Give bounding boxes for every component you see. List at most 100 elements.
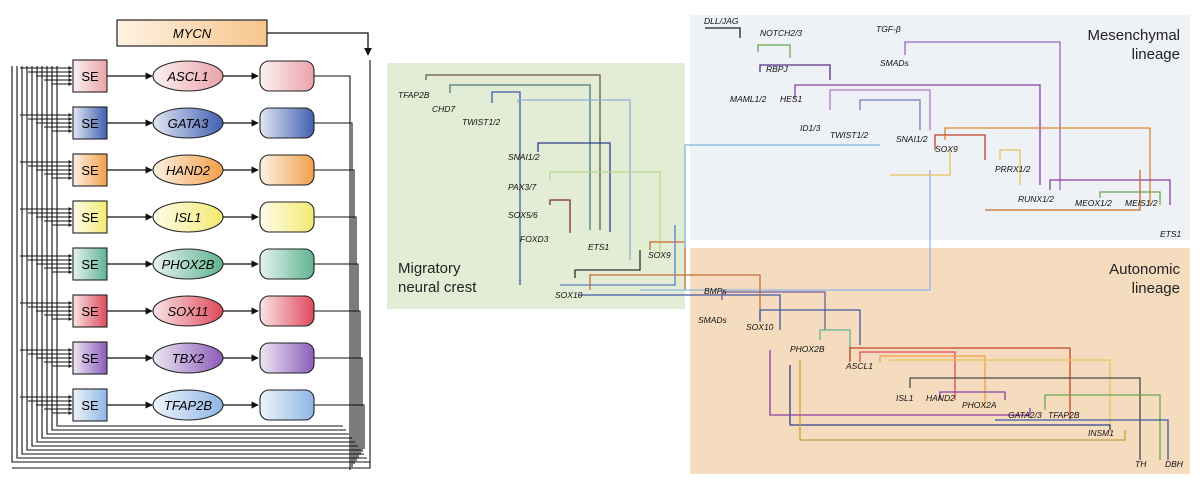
gene-label-mesenchymal: TGF-β [876,24,901,34]
gene-label-autonomic: TH [1135,459,1147,469]
protein-output-line [314,169,355,464]
protein-output-line [314,357,363,452]
gene-label-migratory: SOX5/6 [508,210,538,220]
protein-output-line [314,122,353,467]
gene-label-mesenchymal: MAML1/2 [730,94,767,104]
tf-label: GATA3 [168,116,209,131]
gene-label-migratory: ETS1 [588,242,610,252]
gene-label-mesenchymal: TWIST1/2 [830,130,869,140]
gene-label-mesenchymal: DLL/JAG [704,16,739,26]
feedback-line [16,66,367,459]
gene-label-mesenchymal: RUNX1/2 [1018,194,1054,204]
tf-row: SE HAND2 [20,153,355,464]
protein-box [259,342,315,374]
protein-box [259,389,315,421]
gene-label-autonomic: SOX10 [746,322,774,332]
gene-label-mesenchymal: SNAI1/2 [896,134,928,144]
se-label: SE [81,210,99,225]
feedback-line [11,66,370,463]
gene-label-mesenchymal: SOX9 [935,144,958,154]
se-box [72,294,108,328]
se-label: SE [81,163,99,178]
protein-output-line [314,310,361,455]
feedback-line [36,66,355,443]
gene-label-mesenchymal: ETS1 [1160,229,1182,239]
gene-label-autonomic: TFAP2B [1048,410,1080,420]
feedback-line [41,66,352,439]
migratory-title-line2: neural crest [398,279,477,296]
gene-label-mesenchymal: ID1/3 [800,123,821,133]
tf-label: ISL1 [175,210,202,225]
gene-label-autonomic: PHOX2A [962,400,997,410]
gene-label-autonomic: PHOX2B [790,344,825,354]
se-label: SE [81,116,99,131]
gene-label-mesenchymal: HES1 [780,94,802,104]
tf-label: HAND2 [166,163,211,178]
autonomic-title-line2: lineage [1132,280,1180,297]
protein-box [259,154,315,186]
feedback-line [31,66,358,447]
se-box [72,247,108,281]
feedback-line [21,66,364,455]
se-label: SE [81,351,99,366]
gene-label-migratory: TFAP2B [398,90,430,100]
gene-label-autonomic: SMADs [698,315,728,325]
gene-label-migratory: SNAI1/2 [508,152,540,162]
gene-label-autonomic: HAND2 [926,393,955,403]
protein-box [259,295,315,327]
gene-label-autonomic: INSM1 [1088,428,1114,438]
gene-label-autonomic: GATA2/3 [1008,410,1042,420]
gene-label-autonomic: DBH [1165,459,1184,469]
se-box [72,153,108,187]
protein-box [259,107,315,139]
gene-label-migratory: PAX3/7 [508,182,536,192]
gene-label-mesenchymal: RBPJ [766,64,788,74]
tf-label: TFAP2B [164,398,212,413]
gene-label-mesenchymal: MEOX1/2 [1075,198,1112,208]
protein-output-line [314,263,359,458]
se-box [72,59,108,93]
se-box [72,388,108,422]
feedback-line [56,66,343,427]
gene-label-migratory: CHD7 [432,104,455,114]
autonomic-title-line1: Autonomic [1109,261,1180,278]
protein-box [259,60,315,92]
mesenchymal-title-line2: lineage [1132,46,1180,63]
feedback-line [51,66,346,431]
gene-label-migratory: SOX9 [648,250,671,260]
protein-output-line [314,216,357,461]
protein-box [259,201,315,233]
gene-label-migratory: SOX10 [555,290,583,300]
se-label: SE [81,304,99,319]
gene-label-migratory: FOXD3 [520,234,549,244]
tf-row: SE ISL1 [20,200,357,461]
gene-label-mesenchymal: SMADs [880,58,910,68]
gene-label-autonomic: BMPs [704,286,727,296]
network-wires [425,27,1171,460]
migratory-region [387,63,685,309]
se-box [72,341,108,375]
se-box [72,106,108,140]
tf-label: SOX11 [168,304,209,319]
gene-label-mesenchymal: NOTCH2/3 [760,28,802,38]
gene-label-autonomic: ISL1 [896,393,914,403]
gene-label-mesenchymal: PRRX1/2 [995,164,1031,174]
outer-frame-line [12,60,371,469]
protein-output-line [314,404,365,449]
autonomic-region [690,248,1190,474]
migratory-title-line1: Migratory [398,260,461,277]
protein-output-line [314,75,351,470]
mycn-box [116,19,268,47]
protein-box [259,248,315,280]
gene-label-migratory: TWIST1/2 [462,117,501,127]
tf-row: SE SOX11 [20,294,361,455]
gene-label-autonomic: ASCL1 [845,361,873,371]
se-label: SE [81,257,99,272]
mesenchymal-title-line1: Mesenchymal [1087,27,1180,44]
se-label: SE [81,69,99,84]
gene-label-mesenchymal: MEIS1/2 [1125,198,1158,208]
